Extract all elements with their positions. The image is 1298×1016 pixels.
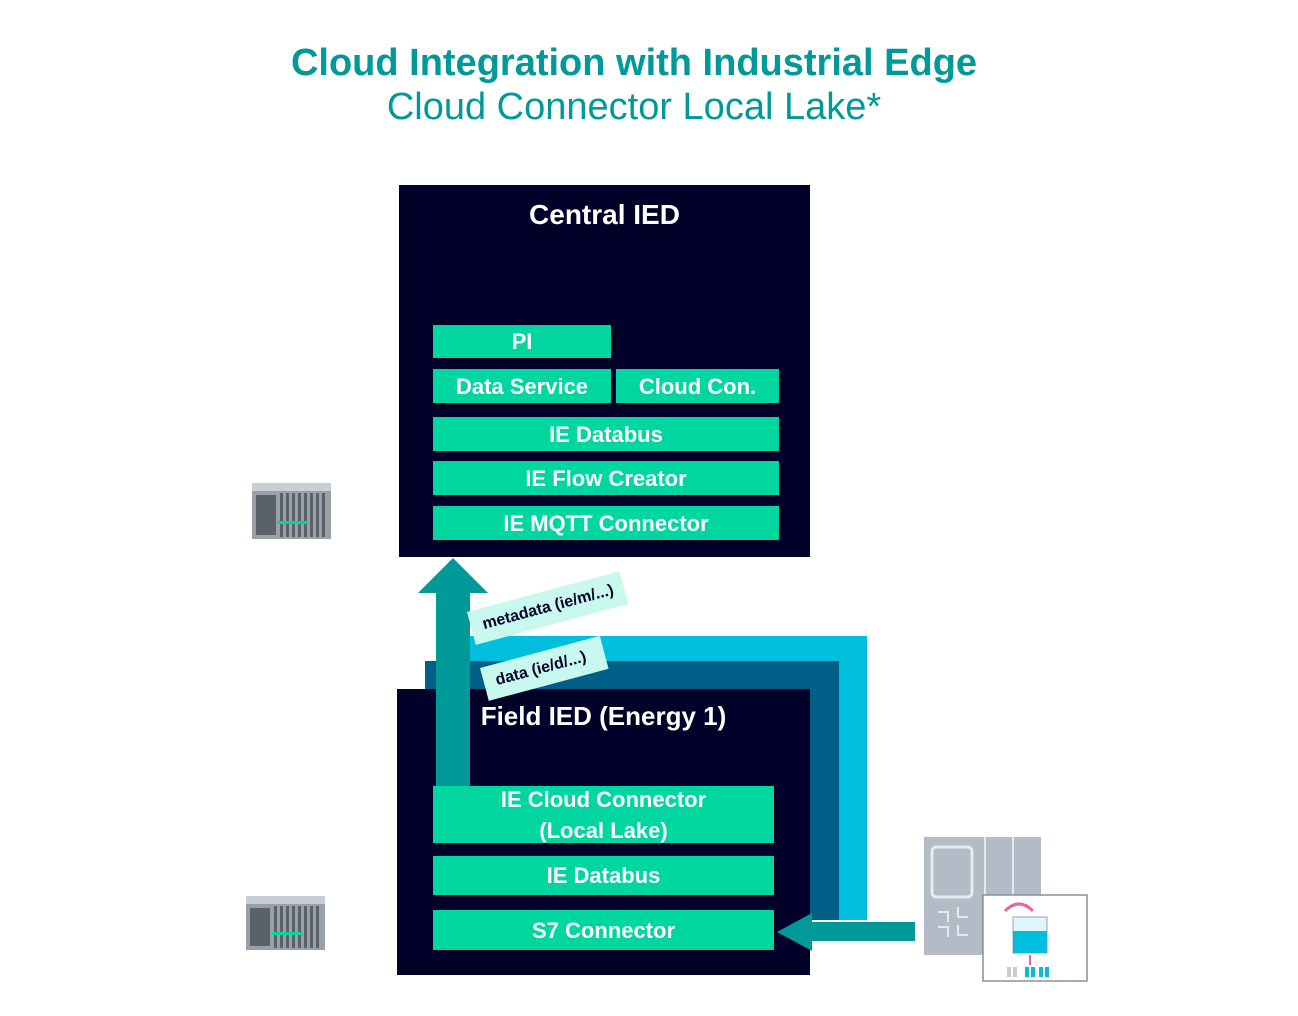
module-cloud-con: Cloud Con. — [616, 369, 779, 403]
upward-arrow — [418, 558, 488, 786]
module-data-service: Data Service — [433, 369, 611, 403]
module-s7-connector: S7 Connector — [433, 910, 774, 950]
page-title: Cloud Integration with Industrial Edge — [290, 42, 978, 84]
module-central-databus: IE Databus — [433, 417, 779, 451]
edge-device-icon — [246, 896, 325, 950]
module-field-databus: IE Databus — [433, 856, 774, 895]
hmi-screen-icon — [982, 894, 1088, 982]
central-ied-label: Central IED — [529, 199, 680, 230]
module-pi: PI — [433, 325, 611, 358]
module-mqtt-connector: IE MQTT Connector — [433, 506, 779, 540]
page-subtitle: Cloud Connector Local Lake* — [386, 86, 882, 128]
field-ied-label: Field IED (Energy 1) — [480, 701, 727, 731]
module-cloud-connector: IE Cloud Connector (Local Lake) — [433, 786, 774, 843]
module-flow-creator: IE Flow Creator — [433, 461, 779, 495]
edge-device-icon — [252, 483, 331, 539]
s7-input-arrow — [777, 913, 915, 951]
